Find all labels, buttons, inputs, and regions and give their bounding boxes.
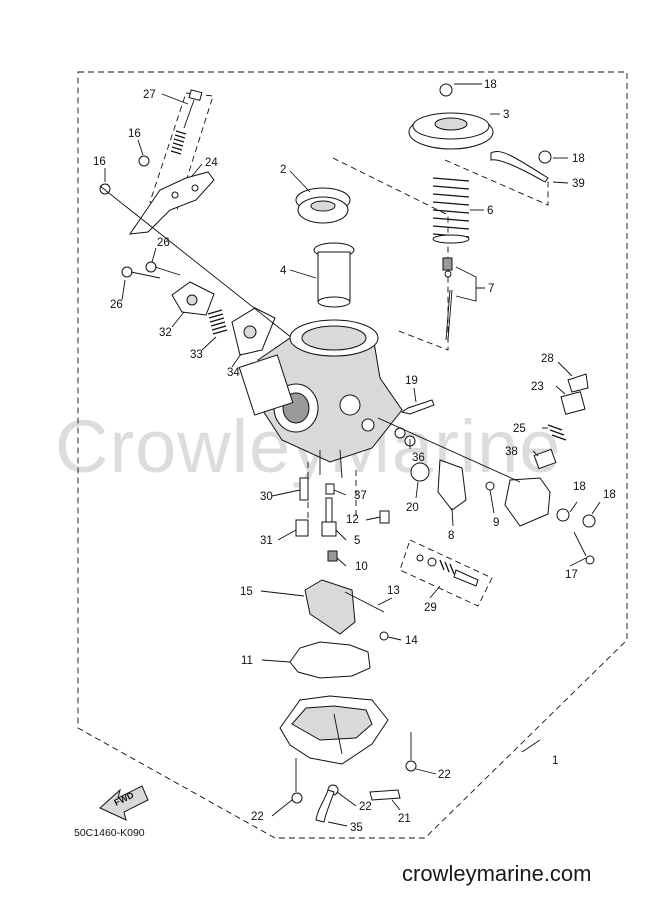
vacuum-piston-group bbox=[295, 157, 449, 351]
callout-11: 11 bbox=[241, 655, 253, 667]
jets-group bbox=[295, 462, 390, 562]
callout-16: 16 bbox=[93, 156, 106, 168]
float-bowl-group bbox=[279, 579, 417, 823]
site-url[interactable]: crowleymarine.com bbox=[402, 861, 592, 886]
callout-18: 18 bbox=[484, 79, 497, 91]
callout-2: 2 bbox=[280, 164, 286, 176]
callout-21: 21 bbox=[398, 813, 411, 825]
diagram-code: 50C1460-K090 bbox=[74, 827, 145, 839]
callout-7: 7 bbox=[488, 283, 494, 295]
callout-18: 18 bbox=[603, 489, 616, 501]
callout-18: 18 bbox=[572, 153, 585, 165]
callout-3: 3 bbox=[503, 109, 509, 121]
leader-lines bbox=[104, 83, 601, 827]
callout-35: 35 bbox=[350, 822, 363, 834]
callout-12: 12 bbox=[346, 514, 359, 526]
callout-37: 37 bbox=[354, 490, 367, 502]
callout-27: 27 bbox=[143, 89, 156, 101]
callout-25: 25 bbox=[513, 423, 526, 435]
callout-26: 26 bbox=[157, 237, 170, 249]
callout-26: 26 bbox=[110, 299, 123, 311]
callout-32: 32 bbox=[159, 327, 172, 339]
callout-31: 31 bbox=[260, 535, 273, 547]
callout-13: 13 bbox=[387, 585, 400, 597]
callout-23: 23 bbox=[531, 381, 544, 393]
top-cover-group bbox=[408, 83, 552, 341]
callout-36: 36 bbox=[412, 452, 425, 464]
callout-15: 15 bbox=[240, 586, 253, 598]
choke-group bbox=[377, 373, 596, 565]
callout-16: 16 bbox=[128, 128, 141, 140]
carburetor-body bbox=[99, 185, 403, 479]
callout-10: 10 bbox=[355, 561, 368, 573]
callout-28: 28 bbox=[541, 353, 554, 365]
callout-1: 1 bbox=[552, 755, 558, 767]
assembly-boundary bbox=[77, 71, 628, 839]
mixture-screw-group bbox=[399, 539, 493, 607]
callout-30: 30 bbox=[260, 491, 273, 503]
callout-20: 20 bbox=[406, 502, 419, 514]
callout-6: 6 bbox=[487, 205, 493, 217]
callout-18: 18 bbox=[573, 481, 586, 493]
throttle-linkage bbox=[99, 89, 215, 235]
callout-5: 5 bbox=[354, 535, 360, 547]
callout-14: 14 bbox=[405, 635, 418, 647]
callout-4: 4 bbox=[280, 265, 287, 277]
callout-9: 9 bbox=[493, 517, 499, 529]
fwd-arrow-icon: FWD bbox=[99, 785, 149, 821]
callout-38: 38 bbox=[505, 446, 518, 458]
pump-cover-group bbox=[121, 261, 276, 356]
callout-19: 19 bbox=[405, 375, 418, 387]
callout-33: 33 bbox=[190, 349, 203, 361]
callout-24: 24 bbox=[205, 157, 218, 169]
callout-labels: 27 18 3 16 16 24 2 18 39 6 26 4 7 26 32 … bbox=[93, 79, 616, 834]
callout-39: 39 bbox=[572, 178, 585, 190]
callout-17: 17 bbox=[565, 569, 578, 581]
callout-22: 22 bbox=[438, 769, 451, 781]
callout-22: 22 bbox=[251, 811, 264, 823]
callout-34: 34 bbox=[227, 367, 240, 379]
callout-22: 22 bbox=[359, 801, 372, 813]
callout-8: 8 bbox=[448, 530, 454, 542]
callout-29: 29 bbox=[424, 602, 437, 614]
